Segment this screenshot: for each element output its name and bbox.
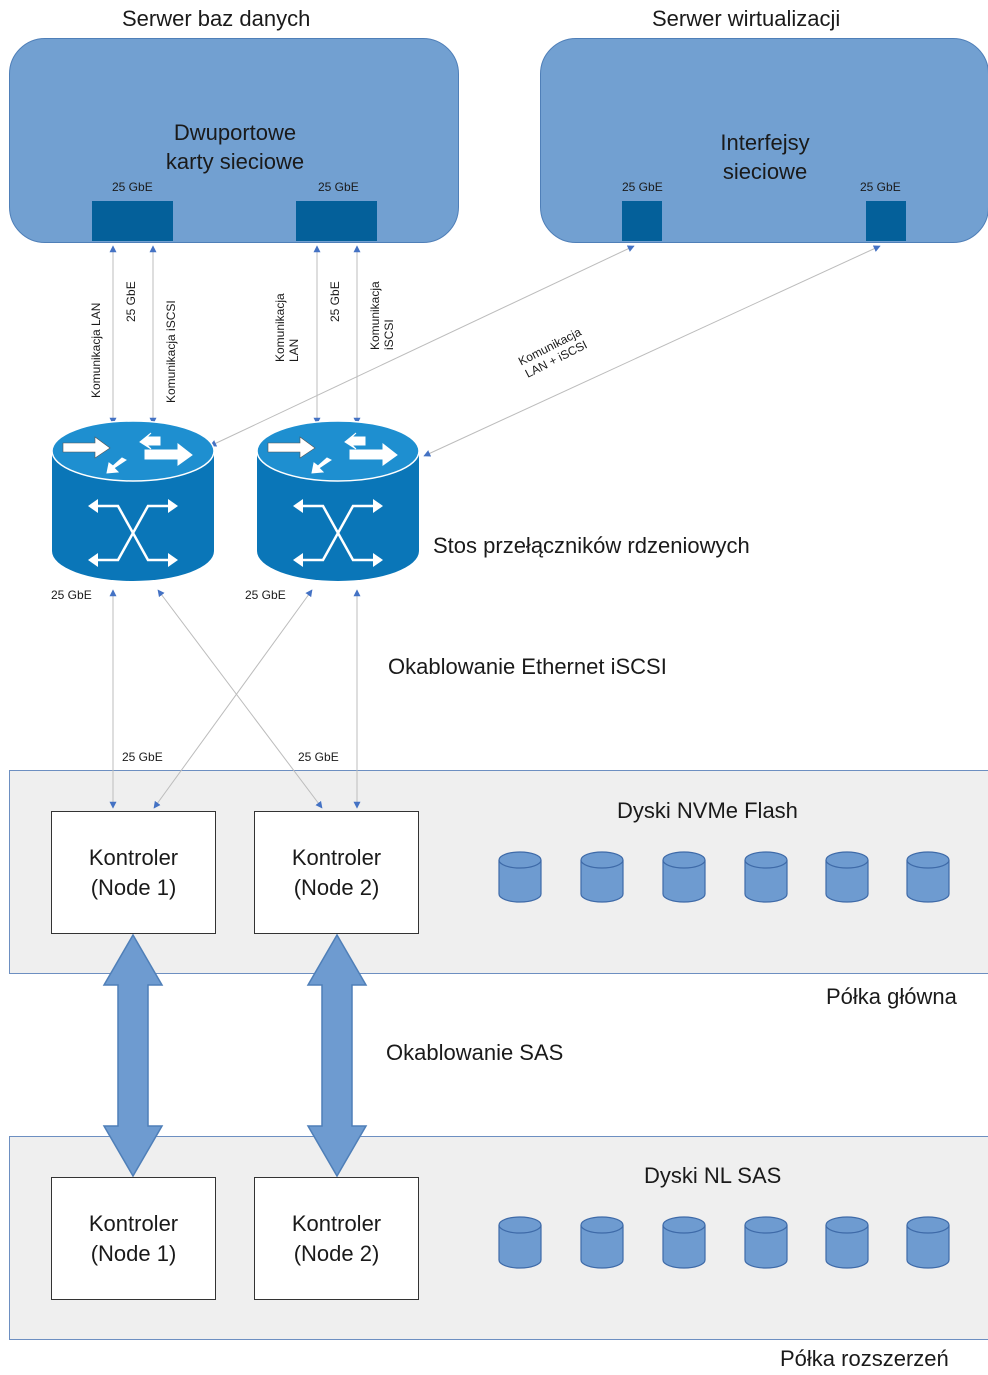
ethernet-cabling-label: Okablowanie Ethernet iSCSI (388, 654, 667, 679)
nl-sas-disks-label: Dyski NL SAS (644, 1163, 782, 1188)
sas-cabling-label: Okablowanie SAS (386, 1040, 564, 1065)
expansion-controller-node-2: Kontroler (Node 2) (254, 1177, 419, 1300)
nvme-disks-label: Dyski NVMe Flash (617, 798, 798, 823)
disk-icon (662, 1216, 706, 1269)
core-switch-2 (256, 420, 420, 581)
link-speed-2-label: 25 GbE (328, 281, 342, 322)
switch-2-port-label: 25 GbE (245, 588, 286, 602)
disk-icon (906, 1216, 950, 1269)
eth-speed-2-label: 25 GbE (298, 750, 339, 764)
db-port-2 (296, 201, 377, 241)
expansion-controller-node-1: Kontroler (Node 1) (51, 1177, 216, 1300)
switch-1-port-label: 25 GbE (51, 588, 92, 602)
virt-server-interfaces-label: Interfejsy sieciowe (720, 130, 810, 184)
virt-port-1-label: 25 GbE (622, 180, 663, 194)
sas-arrow-2 (306, 933, 368, 1178)
db-port-1 (92, 201, 173, 241)
db-server-title: Serwer baz danych (122, 6, 311, 31)
main-shelf-label: Półka główna (826, 984, 957, 1009)
disk-icon (906, 851, 950, 903)
disk-icon (825, 1216, 869, 1269)
link-virt-2 (423, 245, 881, 457)
disk-icon (580, 1216, 624, 1269)
nl-sas-disks (498, 1216, 950, 1269)
nvme-disks (498, 851, 950, 903)
db-server-nic-label: Dwuportowe karty sieciowe (165, 120, 305, 174)
db-server (9, 38, 459, 243)
link-lan-1-label: Komunikacja LAN (89, 302, 103, 398)
link-speed-1-label: 25 GbE (124, 281, 138, 322)
core-switch-1 (51, 420, 215, 581)
virt-server (540, 38, 988, 243)
db-port-2-label: 25 GbE (318, 180, 359, 194)
disk-icon (498, 851, 542, 903)
disk-icon (498, 1216, 542, 1269)
expansion-shelf-label: Półka rozszerzeń (780, 1346, 949, 1371)
virt-port-2-label: 25 GbE (860, 180, 901, 194)
main-controller-node-2: Kontroler (Node 2) (254, 811, 419, 934)
virt-port-1 (622, 201, 662, 241)
eth-link-3 (153, 589, 313, 809)
disk-icon (662, 851, 706, 903)
virt-server-title: Serwer wirtualizacji (652, 6, 841, 31)
eth-link-2 (157, 589, 323, 809)
main-controller-node-1: Kontroler (Node 1) (51, 811, 216, 934)
sas-arrow-1 (102, 933, 164, 1178)
db-port-1-label: 25 GbE (112, 180, 153, 194)
link-lan-2-label: Komunikacja LAN (273, 293, 301, 362)
link-iscsi-1-label: Komunikacja iSCSI (164, 300, 178, 403)
disk-icon (744, 1216, 788, 1269)
disk-icon (744, 851, 788, 903)
link-iscsi-2-label: Komunikacja iSCSI (368, 281, 396, 350)
virt-port-2 (866, 201, 906, 241)
disk-icon (825, 851, 869, 903)
disk-icon (580, 851, 624, 903)
eth-speed-1-label: 25 GbE (122, 750, 163, 764)
switch-stack-label: Stos przełączników rdzeniowych (433, 533, 750, 558)
